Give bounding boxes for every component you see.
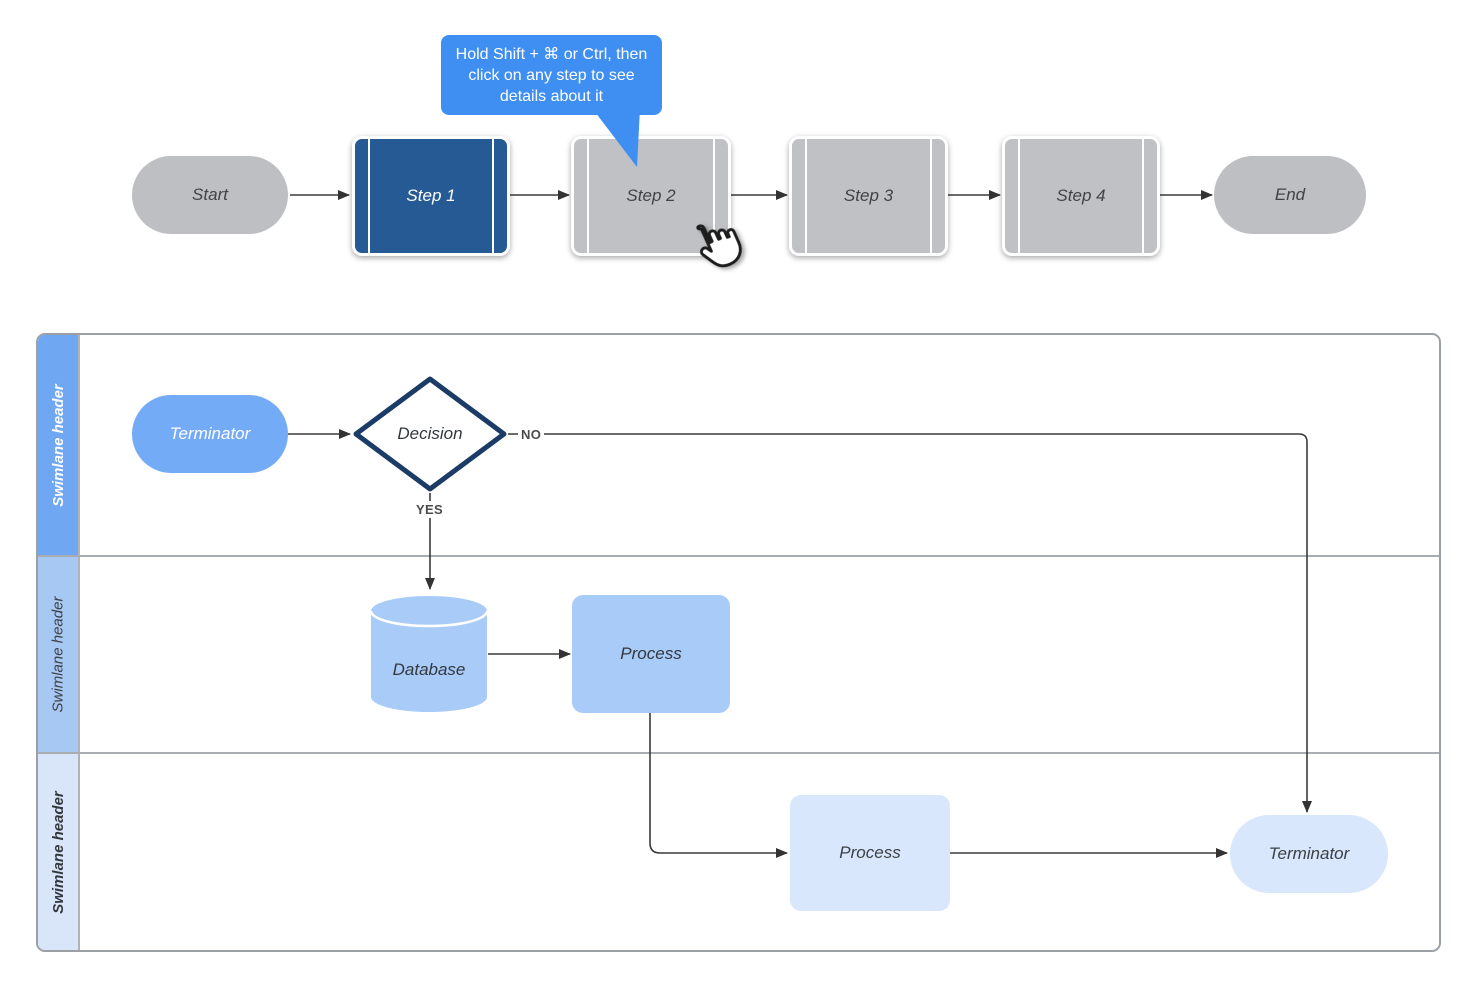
node-process-lane3[interactable]: Process [790, 795, 950, 911]
swimlane-2: Swimlane header [38, 555, 1439, 752]
node-step-3-label: Step 3 [843, 186, 894, 205]
edge-label-yes: YES [413, 501, 446, 518]
swimlane-3: Swimlane header [38, 752, 1439, 950]
node-start[interactable]: Start [132, 156, 288, 234]
step-stripe-icon [713, 139, 715, 253]
swimlane-3-header[interactable]: Swimlane header [38, 754, 80, 950]
swimlane-1-header[interactable]: Swimlane header [38, 335, 80, 555]
node-end[interactable]: End [1214, 156, 1366, 234]
step-stripe-icon [1018, 139, 1020, 253]
database-cylinder-shape [369, 596, 489, 712]
node-database-label: Database [392, 660, 466, 679]
node-step-4-label: Step 4 [1056, 186, 1106, 205]
swimlane-3-header-label: Swimlane header [49, 790, 67, 914]
decision-diamond-shape [353, 376, 507, 492]
node-decision-label: Decision [397, 424, 463, 443]
step-stripe-icon [805, 139, 807, 253]
node-process-lane3-label: Process [839, 843, 901, 862]
node-start-label: Start [192, 185, 228, 204]
node-terminator-lane3-label: Terminator [1268, 844, 1350, 863]
node-decision[interactable]: Decision [352, 375, 508, 493]
swimlane-2-header-label: Swimlane header [49, 596, 67, 713]
node-database[interactable]: Database [369, 595, 489, 713]
step-stripe-icon [1142, 139, 1144, 253]
tooltip-text: Hold Shift + ⌘ or Ctrl, then click on an… [455, 45, 648, 105]
node-terminator-lane3[interactable]: Terminator [1230, 815, 1388, 893]
swimlane-2-header[interactable]: Swimlane header [38, 557, 80, 752]
node-step-2-label: Step 2 [626, 186, 676, 205]
node-terminator-lane1-label: Terminator [169, 424, 251, 443]
step-stripe-icon [587, 139, 589, 253]
step-stripe-icon [368, 139, 370, 253]
node-step-3[interactable]: Step 3 [789, 136, 948, 256]
tooltip: Hold Shift + ⌘ or Ctrl, then click on an… [441, 35, 662, 115]
node-step-4[interactable]: Step 4 [1002, 136, 1160, 256]
step-stripe-icon [492, 139, 494, 253]
step-stripe-icon [930, 139, 932, 253]
swimlane-1-header-label: Swimlane header [49, 383, 67, 507]
hand-cursor-icon [696, 224, 742, 268]
node-terminator-lane1[interactable]: Terminator [132, 395, 288, 473]
node-step-1[interactable]: Step 1 [352, 136, 510, 256]
node-process-lane2[interactable]: Process [572, 595, 730, 713]
node-step-1-label: Step 1 [406, 186, 456, 205]
swimlane-1: Swimlane header [38, 335, 1439, 555]
node-process-lane2-label: Process [620, 644, 682, 663]
node-end-label: End [1274, 185, 1306, 204]
edge-label-no: NO [518, 426, 545, 443]
